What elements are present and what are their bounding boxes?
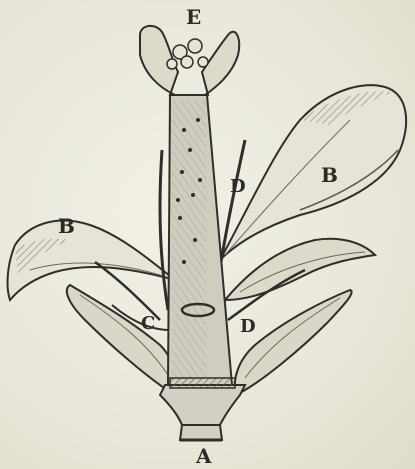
receptacle-base [160,378,245,440]
stigma-e [140,26,239,95]
petal-b-left [8,221,175,300]
label-d-lower: D [240,316,256,337]
label-e: E [186,5,201,29]
central-column [168,95,232,385]
petal-b-right [220,85,406,260]
label-b-left: B [58,214,75,238]
label-b-right: B [321,163,338,187]
petal-right-lower [225,239,375,300]
label-a: A [195,444,212,468]
label-d-upper: D [230,176,246,197]
outer-petal-left [67,285,176,395]
outer-petal-right [235,290,352,395]
label-c: C [141,313,155,334]
